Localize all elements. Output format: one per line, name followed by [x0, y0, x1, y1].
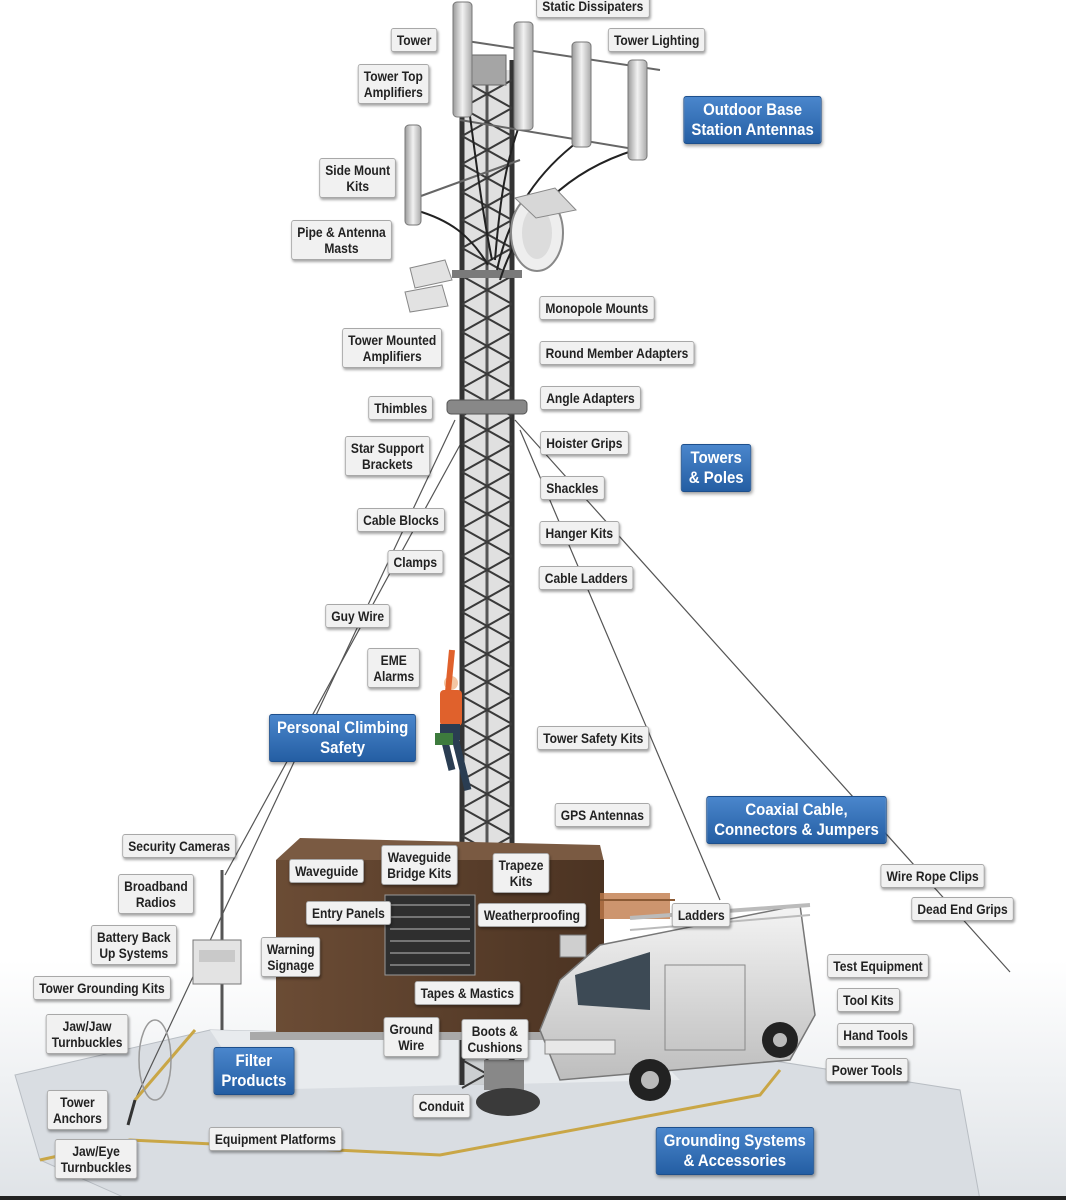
label-hoister-grips: Hoister Grips: [540, 431, 629, 455]
security-pole: [192, 870, 242, 1030]
service-van: [539, 903, 816, 1101]
label-tower-grounding-kits: Tower Grounding Kits: [33, 976, 171, 1000]
label-tower-safety-kits: Tower Safety Kits: [537, 726, 650, 750]
tower-foundation: [476, 1060, 540, 1116]
label-round-member-adapters: Round Member Adapters: [539, 341, 695, 365]
label-wire-rope-clips: Wire Rope Clips: [880, 864, 985, 888]
label-warning-signage: Warning Signage: [260, 937, 321, 977]
category-outdoor-base-station-antennas: Outdoor Base Station Antennas: [683, 96, 822, 144]
label-tower-anchors: Tower Anchors: [46, 1090, 108, 1130]
label-broadband-radios: Broadband Radios: [118, 874, 194, 914]
label-weatherproofing: Weatherproofing: [477, 903, 586, 927]
category-personal-climbing-safety: Personal Climbing Safety: [269, 714, 417, 762]
label-hanger-kits: Hanger Kits: [539, 521, 620, 545]
label-trapeze-kits: Trapeze Kits: [492, 853, 550, 893]
label-tower-mounted-amplifiers: Tower Mounted Amplifiers: [342, 328, 443, 368]
label-cable-blocks: Cable Blocks: [357, 508, 445, 532]
label-clamps: Clamps: [387, 550, 444, 574]
label-boots-cushions: Boots & Cushions: [461, 1019, 529, 1059]
label-monopole-mounts: Monopole Mounts: [539, 296, 655, 320]
label-battery-back-up-systems: Battery Back Up Systems: [90, 925, 177, 965]
label-tool-kits: Tool Kits: [837, 988, 900, 1012]
label-gps-antennas: GPS Antennas: [554, 803, 650, 827]
label-entry-panels: Entry Panels: [305, 901, 391, 925]
microwave-dish: [510, 187, 577, 272]
guy-anchor: [126, 1019, 172, 1126]
label-tower: Tower: [390, 28, 438, 52]
label-cable-ladders: Cable Ladders: [538, 566, 634, 590]
label-power-tools: Power Tools: [825, 1058, 909, 1082]
category-towers-poles: Towers & Poles: [680, 444, 752, 492]
label-guy-wire: Guy Wire: [325, 604, 391, 628]
label-equipment-platforms: Equipment Platforms: [208, 1127, 342, 1151]
category-filter-products: Filter Products: [213, 1047, 295, 1095]
label-ladders: Ladders: [671, 903, 731, 927]
label-hand-tools: Hand Tools: [837, 1023, 914, 1047]
label-tapes-mastics: Tapes & Mastics: [414, 981, 521, 1005]
label-pipe-antenna-masts: Pipe & Antenna Masts: [291, 220, 392, 260]
category-coaxial-cable-connectors-jumpers: Coaxial Cable, Connectors & Jumpers: [706, 796, 887, 844]
label-thimbles: Thimbles: [368, 396, 434, 420]
label-ground-wire: Ground Wire: [383, 1017, 440, 1057]
label-waveguide: Waveguide: [289, 859, 365, 883]
label-security-cameras: Security Cameras: [122, 834, 237, 858]
label-conduit: Conduit: [412, 1094, 471, 1118]
label-star-support-brackets: Star Support Brackets: [344, 436, 430, 476]
label-static-dissipaters: Static Dissipaters: [536, 0, 650, 18]
label-eme-alarms: EME Alarms: [367, 648, 421, 688]
label-tower-lighting: Tower Lighting: [607, 28, 706, 52]
category-grounding-systems-accessories: Grounding Systems & Accessories: [655, 1127, 814, 1175]
tower-climber: [435, 649, 472, 791]
label-jaw-jaw-turnbuckles: Jaw/Jaw Turnbuckles: [45, 1014, 129, 1054]
grid-antennas: [404, 259, 453, 313]
label-waveguide-bridge-kits: Waveguide Bridge Kits: [381, 845, 458, 885]
label-angle-adapters: Angle Adapters: [540, 386, 641, 410]
label-test-equipment: Test Equipment: [827, 954, 929, 978]
antenna-frame: [409, 39, 661, 201]
label-shackles: Shackles: [540, 476, 605, 500]
panel-antennas: [404, 1, 648, 226]
label-dead-end-grips: Dead End Grips: [911, 897, 1014, 921]
label-jaw-eye-turnbuckles: Jaw/Eye Turnbuckles: [54, 1139, 138, 1179]
label-side-mount-kits: Side Mount Kits: [319, 158, 397, 198]
bottom-edge-bar: [0, 1196, 1066, 1200]
label-tower-top-amplifiers: Tower Top Amplifiers: [357, 64, 429, 104]
